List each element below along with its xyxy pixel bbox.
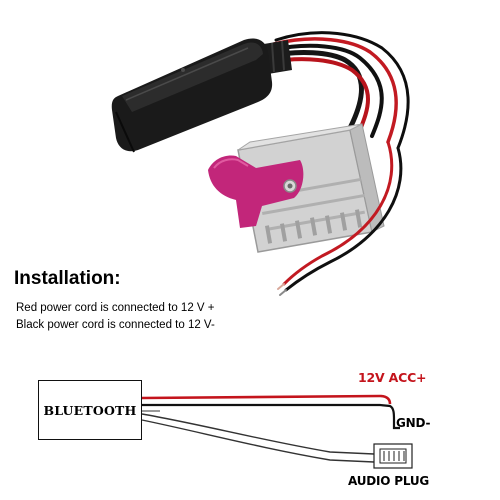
gnd-wire [142, 403, 400, 430]
audio-plug-connector [373, 443, 413, 469]
bluetooth-module-box: BLUETOOTH [38, 380, 142, 440]
cable-bundle [265, 31, 410, 150]
red-wire-instruction: Red power cord is connected to 12 V + [16, 302, 215, 314]
connector-latch [208, 155, 304, 228]
indicator-dot [181, 68, 185, 72]
audio-plug-label: AUDIO PLUG [348, 474, 430, 488]
audio-cable-top [141, 413, 375, 455]
power-leads [277, 140, 403, 296]
gnd-label: GND- [396, 416, 431, 430]
wiring-connector [237, 123, 385, 253]
acc-label: 12V ACC+ [358, 370, 427, 385]
black-wire-instruction: Black power cord is connected to 12 V- [16, 319, 215, 331]
audio-cable-bottom [141, 419, 375, 463]
acc-wire [141, 394, 392, 405]
bluetooth-module [111, 38, 273, 153]
diagram-wires [141, 394, 400, 463]
wiring-diagram [141, 394, 413, 469]
installation-heading: Installation: [14, 268, 121, 289]
bluetooth-label: BLUETOOTH [43, 402, 137, 418]
product-photo [111, 31, 410, 296]
